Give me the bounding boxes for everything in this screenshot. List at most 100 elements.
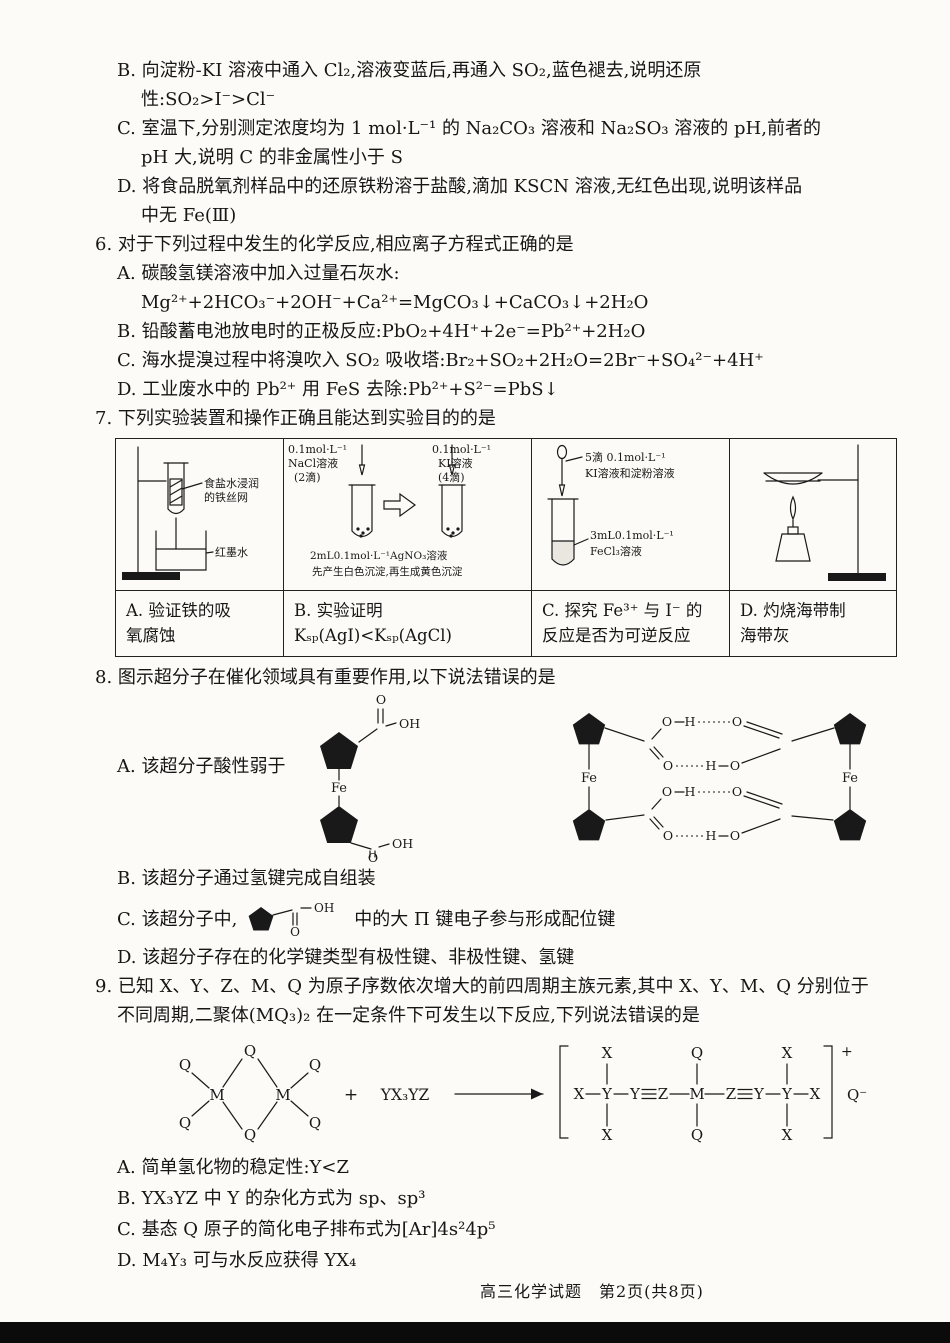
prev-option-c-line1: C. 室温下,分别测定浓度均为 1 mol·L⁻¹ 的 Na₂CO₃ 溶液和 N…	[117, 118, 821, 139]
atom-q: Q	[691, 1126, 703, 1144]
liquid-pointer-line	[573, 538, 589, 546]
reversible-reaction-diagram: 5滴 0.1mol·L⁻¹ KI溶液和淀粉溶液 3mL0.1mol·L⁻¹ Fe…	[547, 444, 675, 566]
right-dropper	[448, 444, 456, 476]
reaction-arrow	[454, 1088, 544, 1100]
dropper	[556, 444, 568, 497]
atom-x: X	[602, 1126, 613, 1144]
q8-option-b: B. 该超分子通过氢键完成自组装	[117, 868, 376, 889]
prev-option-d-line2: 中无 Fe(Ⅲ)	[141, 205, 237, 226]
q7-apparatus-table: 食盐水浸润 的铁丝网 红墨水 0.1mol·L⁻¹ NaCl溶液 (2滴) 0.…	[115, 438, 897, 657]
q9-option-b: B. YX₃YZ 中 Y 的杂化方式为 sp、sp³	[117, 1188, 426, 1209]
cyclopentadienyl-ring-bottom	[320, 806, 358, 843]
left-bracket	[559, 1045, 569, 1139]
atom-z: Z	[726, 1085, 736, 1103]
q7-caption-b-line1: B. 实验证明	[294, 601, 383, 620]
precipitate-experiment-diagram: 0.1mol·L⁻¹ NaCl溶液 (2滴) 0.1mol·L⁻¹ KI溶液 (…	[288, 443, 491, 578]
ferrocene-dicarboxylic-acid-structure: O OH Fe O OH	[320, 692, 420, 864]
atom-m: M	[275, 1086, 290, 1104]
q7-caption-c: C. 探究 Fe³⁺ 与 I⁻ 的 反应是否为可逆反应	[532, 591, 730, 656]
q7-caption-d-line2: 海带灰	[740, 626, 790, 645]
tube-liquid	[552, 541, 574, 565]
carboxyl-bonds	[272, 907, 312, 926]
q9-reaction-scheme: Q Q Q Q Q Q M M + YX₃YZ	[165, 1034, 903, 1148]
atom-q: Q	[691, 1044, 703, 1062]
q9-stem-line2: 不同周期,二聚体(MQ₃)₂ 在一定条件下可发生以下反应,下列说法错误的是	[117, 1005, 700, 1026]
test-tube	[163, 462, 189, 515]
iron-mesh	[169, 478, 183, 506]
q7-caption-d: D. 灼烧海带制 海带灰	[730, 591, 896, 656]
atom-fe: Fe	[331, 781, 347, 796]
reagent-formula: YX₃YZ	[380, 1086, 430, 1104]
dimer-reaction-scheme-diagram: Q Q Q Q Q Q M M + YX₃YZ	[179, 1042, 867, 1144]
q7-caption-a: A. 验证铁的吸 氧腐蚀	[116, 591, 284, 656]
q7-caption-a-line1: A. 验证铁的吸	[126, 601, 231, 620]
q9-option-c: C. 基态 Q 原子的简化电子排布式为[Ar]4s²4p⁵	[117, 1219, 496, 1240]
q6-option-c: C. 海水提溴过程中将溴吹入 SO₂ 吸收塔:Br₂+SO₂+2H₂O=2Br⁻…	[117, 350, 764, 371]
q7-stem: 7. 下列实验装置和操作正确且能达到实验目的的是	[95, 408, 496, 429]
q7-caption-c-line1: C. 探究 Fe³⁺ 与 I⁻ 的	[542, 601, 703, 620]
atom-z: Z	[658, 1085, 668, 1103]
atom-h: H	[706, 758, 717, 773]
left-dropper	[358, 444, 366, 476]
atom-o-bottom: O	[368, 850, 378, 864]
q8-stem: 8. 图示超分子在催化领域具有重要作用,以下说法错误的是	[95, 667, 556, 688]
label-ki-starch-1: 5滴 0.1mol·L⁻¹	[585, 450, 666, 464]
atom-o: O	[730, 758, 740, 773]
right-bracket	[823, 1045, 833, 1139]
cyclopentadienyl-carboxyl-structure: O OH	[248, 901, 335, 939]
atom-fe-right: Fe	[842, 771, 858, 786]
test-tube	[547, 498, 579, 566]
atom-m: M	[689, 1085, 704, 1103]
q7-caption-b-line2: Kₛₚ(AgI)<Kₛₚ(AgCl)	[294, 626, 452, 645]
q6-option-d: D. 工业废水中的 Pb²⁺ 用 FeS 去除:Pb²⁺+S²⁻=PbS↓	[117, 379, 559, 400]
label-precipitate-result: 先产生白色沉淀,再生成黄色沉淀	[312, 565, 463, 578]
cyclopentadienyl-ring-top	[320, 732, 358, 769]
exam-content: B. 向淀粉-KI 溶液中通入 Cl₂,溶液变蓝后,再通入 SO₂,蓝色褪去,说…	[95, 56, 903, 1276]
stand-base	[122, 572, 180, 580]
right-ring-top	[833, 713, 867, 745]
anion-label: Q⁻	[847, 1086, 867, 1104]
q7-cell-apparatus-b: 0.1mol·L⁻¹ NaCl溶液 (2滴) 0.1mol·L⁻¹ KI溶液 (…	[284, 439, 532, 591]
top-bridge-bonds	[604, 721, 835, 767]
atom-x: X	[782, 1126, 793, 1144]
bottom-bridge-bonds	[605, 791, 834, 837]
label-ki-starch-2: KI溶液和淀粉溶液	[585, 466, 675, 480]
alcohol-burner	[775, 519, 811, 562]
flame	[789, 495, 797, 520]
group-oh-bottom: OH	[392, 836, 413, 851]
label-nacl: NaCl溶液	[288, 456, 338, 470]
atom-y: Y	[601, 1085, 613, 1103]
q7-caption-a-line2: 氧腐蚀	[126, 626, 176, 645]
group-oh-top: OH	[399, 716, 420, 731]
atom-q: Q	[309, 1056, 321, 1074]
atom-o: O	[730, 828, 740, 843]
label-ki-conc: 0.1mol·L⁻¹	[432, 443, 491, 456]
page-footer: 高三化学试题 第2页(共8页)	[480, 1282, 704, 1301]
evaporating-dish	[763, 472, 823, 485]
dropper-pointer-line	[565, 456, 583, 462]
atom-x: X	[602, 1044, 613, 1062]
label-nacl-conc: 0.1mol·L⁻¹	[288, 443, 347, 456]
atom-o: O	[663, 758, 673, 773]
q7-caption-c-line2: 反应是否为可逆反应	[542, 626, 691, 645]
chain-bonds	[585, 1063, 809, 1127]
q7-caption-b: B. 实验证明 Kₛₚ(AgI)<Kₛₚ(AgCl)	[284, 591, 532, 656]
mesh-pointer-line	[181, 482, 203, 490]
atom-q: Q	[244, 1126, 256, 1144]
label-nacl-drops: (2滴)	[294, 470, 321, 484]
prev-option-b-line1: B. 向淀粉-KI 溶液中通入 Cl₂,溶液变蓝后,再通入 SO₂,蓝色褪去,说…	[117, 60, 702, 81]
label-agno3: 2mL0.1mol·L⁻¹AgNO₃溶液	[310, 549, 448, 562]
q7-cell-apparatus-a: 食盐水浸润 的铁丝网 红墨水	[116, 439, 284, 591]
atom-o: O	[663, 828, 673, 843]
atom-q: Q	[244, 1042, 256, 1060]
label-red-ink: 红墨水	[215, 546, 248, 559]
atom-y: Y	[781, 1085, 793, 1103]
atom-m: M	[209, 1086, 224, 1104]
atom-q: Q	[179, 1056, 191, 1074]
yellow-precipitate-dots	[446, 527, 460, 538]
scan-edge-bar	[0, 1322, 950, 1343]
left-ring-top	[572, 713, 606, 745]
atom-o-top: O	[376, 692, 386, 707]
ink-pointer-line	[205, 551, 214, 554]
